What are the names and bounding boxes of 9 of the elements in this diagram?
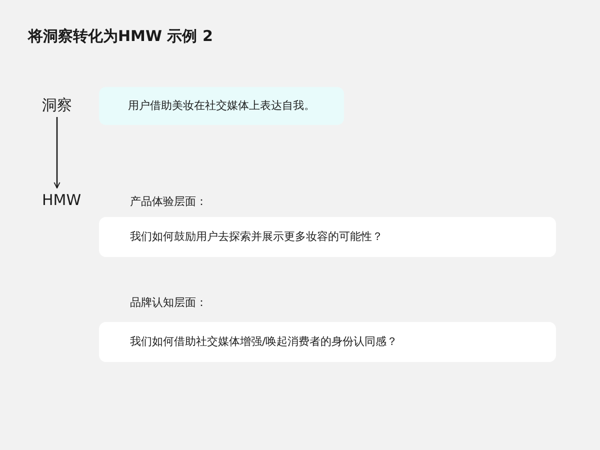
insight-text: 用户借助美妆在社交媒体上表达自我。 bbox=[128, 98, 315, 114]
row-label: HMW bbox=[42, 190, 82, 210]
title: 将洞察转化为HMW 示例 2 bbox=[28, 26, 213, 46]
arrow bbox=[54, 117, 60, 188]
section-heading: 品牌认知层面： bbox=[129, 295, 208, 311]
section-heading: 产品体验层面： bbox=[129, 194, 208, 210]
question-text: 我们如何鼓励用户去探索并展示更多妆容的可能性？ bbox=[130, 229, 383, 245]
question-text: 我们如何借助社交媒体增强/唤起消费者的身份认同感？ bbox=[130, 334, 398, 350]
row-label: 洞察 bbox=[42, 95, 72, 115]
